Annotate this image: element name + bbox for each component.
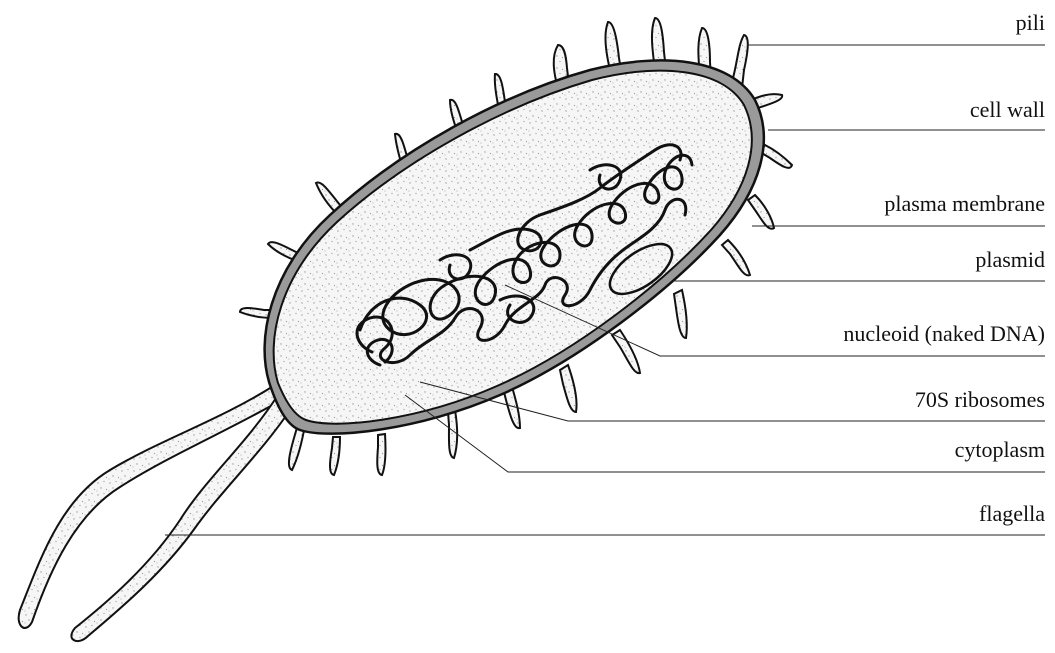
- label-flagella: flagella: [979, 501, 1045, 526]
- flagellum-1: [19, 385, 285, 628]
- label-cell-wall: cell wall: [970, 97, 1045, 122]
- label-plasmid: plasmid: [975, 247, 1045, 272]
- label-plasma-membrane: plasma membrane: [884, 191, 1045, 216]
- flagella-group: [19, 385, 290, 641]
- label-pili: pili: [1016, 10, 1045, 35]
- label-ribosomes: 70S ribosomes: [915, 387, 1045, 412]
- label-nucleoid: nucleoid (naked DNA): [843, 321, 1045, 346]
- label-cytoplasm: cytoplasm: [955, 437, 1045, 462]
- cytoplasm: [274, 71, 752, 424]
- labels: pili cell wall plasma membrane plasmid n…: [843, 10, 1045, 526]
